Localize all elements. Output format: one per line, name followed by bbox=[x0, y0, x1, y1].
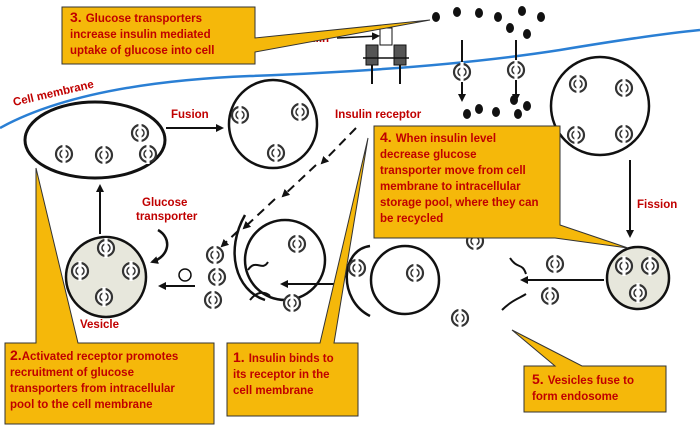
insulin-receptor-label: Insulin receptor bbox=[335, 109, 422, 121]
vesicle-fission-top bbox=[549, 55, 651, 157]
membrane-transporters bbox=[452, 40, 526, 102]
svg-text:decrease glucose: decrease glucose bbox=[380, 149, 477, 161]
svg-text:4.When insulin level: 4.When insulin level bbox=[380, 129, 496, 145]
callout-step2: 2.Activated receptor promotes recruitmen… bbox=[4, 167, 215, 425]
svg-text:3.Glucose transporters: 3.Glucose transporters bbox=[70, 9, 202, 25]
svg-text:form endosome: form endosome bbox=[532, 391, 618, 403]
cell-membrane-line bbox=[0, 28, 700, 130]
svg-text:pool to the cell membrane: pool to the cell membrane bbox=[10, 399, 153, 411]
svg-text:increase insulin mediated: increase insulin mediated bbox=[70, 29, 211, 41]
svg-text:storage pool, where they can: storage pool, where they can bbox=[380, 197, 538, 209]
fusion-label: Fusion bbox=[171, 109, 209, 121]
svg-text:transporter move from cell: transporter move from cell bbox=[380, 165, 526, 177]
svg-text:recruitment of glucose: recruitment of glucose bbox=[10, 367, 134, 379]
callout-step4: 4.When insulin level decrease glucose tr… bbox=[373, 125, 629, 249]
svg-text:5.Vesicles fuse to: 5.Vesicles fuse to bbox=[532, 371, 634, 387]
svg-text:cell membrane: cell membrane bbox=[233, 385, 314, 397]
fused-vesicle-left bbox=[23, 100, 167, 180]
endosome-partial bbox=[345, 244, 441, 318]
svg-text:1.Insulin binds to: 1.Insulin binds to bbox=[233, 349, 334, 365]
callout-step1: 1.Insulin binds to its receptor in the c… bbox=[226, 137, 369, 417]
vesicle-label: Vesicle bbox=[80, 319, 119, 331]
callout-step5: 5.Vesicles fuse to form endosome bbox=[511, 329, 667, 413]
insulin-molecule-icon bbox=[432, 6, 545, 119]
vesicle-icon bbox=[64, 235, 148, 319]
svg-text:uptake of glucose into cell: uptake of glucose into cell bbox=[70, 45, 214, 57]
endosome-fragments bbox=[405, 229, 565, 330]
svg-text:2.Activated receptor promotes: 2.Activated receptor promotes bbox=[10, 347, 178, 363]
svg-text:transporters from intracellula: transporters from intracellular bbox=[10, 383, 175, 395]
glucose-transporter-label-2: transporter bbox=[136, 211, 198, 223]
svg-text:its receptor in the: its receptor in the bbox=[233, 369, 330, 381]
glucose-transporter-icon bbox=[150, 228, 169, 264]
signal-arrows bbox=[220, 127, 357, 248]
recycling-vesicles bbox=[178, 214, 327, 315]
svg-text:membrane to intracellular: membrane to intracellular bbox=[380, 181, 521, 193]
callout-step3: 3.Glucose transporters increase insulin … bbox=[61, 6, 431, 65]
vesicle-at-membrane bbox=[227, 78, 319, 170]
vesicle-shaded-right bbox=[605, 245, 671, 311]
fission-label: Fission bbox=[637, 199, 677, 211]
svg-text:be recycled: be recycled bbox=[380, 213, 443, 225]
glucose-transporter-label-1: Glucose bbox=[142, 197, 187, 209]
insulin-pointer bbox=[336, 32, 380, 41]
